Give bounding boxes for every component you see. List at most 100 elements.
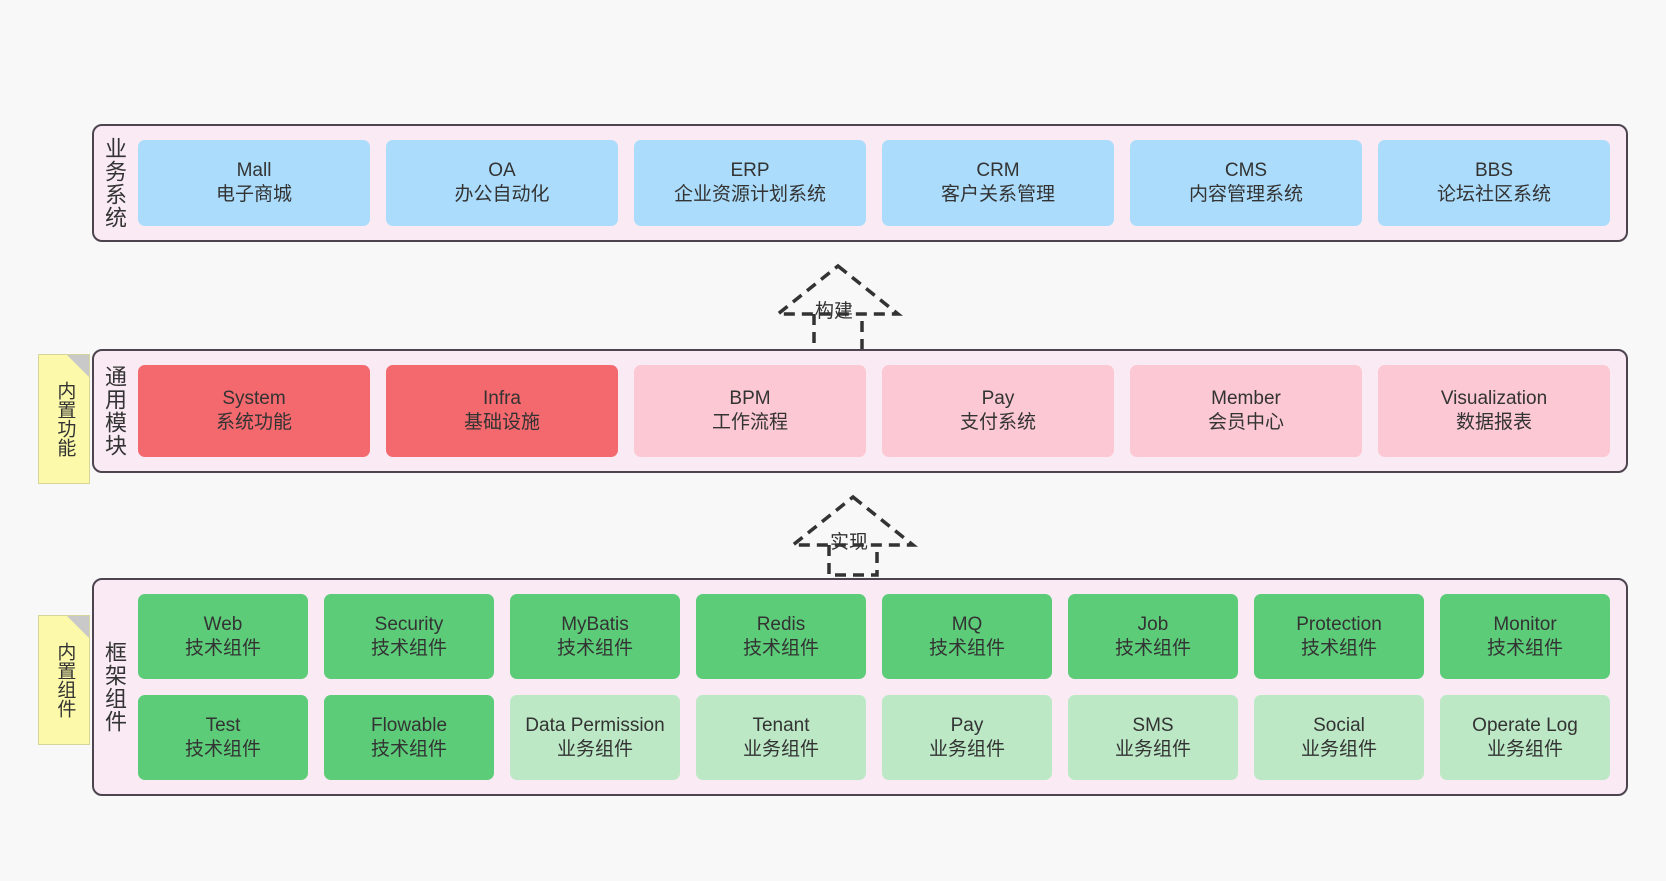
card-subtitle: 技术组件: [928, 637, 1005, 659]
card-mq[interactable]: MQ 技术组件: [882, 594, 1052, 679]
card-pay[interactable]: Pay 支付系统: [882, 365, 1114, 457]
card-title: Job: [1137, 613, 1169, 635]
card-title: BBS: [1474, 160, 1514, 182]
card-title: Web: [203, 613, 243, 635]
card-subtitle: 办公自动化: [454, 184, 550, 205]
card-subtitle: 数据报表: [1455, 412, 1532, 433]
card-title: BPM: [729, 388, 771, 410]
card-mall[interactable]: Mall 电子商城: [138, 140, 370, 226]
card-title: Flowable: [370, 714, 448, 736]
card-protection[interactable]: Protection 技术组件: [1254, 594, 1424, 679]
connector-implement-label: 实现: [830, 532, 869, 553]
card-infra[interactable]: Infra 基础设施: [386, 365, 618, 457]
note-fold-corner-icon: [67, 355, 89, 377]
card-title: CMS: [1224, 160, 1268, 182]
card-member[interactable]: Member 会员中心: [1130, 365, 1362, 457]
card-erp[interactable]: ERP 企业资源计划系统: [634, 140, 866, 226]
card-grid-business-systems: Mall 电子商城 OA 办公自动化 ERP 企业资源计划系统 CRM 客户关系…: [134, 126, 1626, 240]
note-label: 内置组件: [54, 642, 76, 718]
card-bpm[interactable]: BPM 工作流程: [634, 365, 866, 457]
card-title: Pay: [981, 388, 1015, 410]
card-subtitle: 业务组件: [1486, 738, 1563, 760]
card-subtitle: 系统功能: [215, 412, 292, 433]
card-tenant[interactable]: Tenant 业务组件: [696, 695, 866, 780]
card-subtitle: 企业资源计划系统: [673, 184, 826, 205]
card-title: Security: [374, 613, 444, 635]
card-grid-common-modules: System 系统功能 Infra 基础设施 BPM 工作流程 Pay 支付系统…: [134, 351, 1626, 471]
card-title: Monitor: [1493, 613, 1557, 635]
card-system[interactable]: System 系统功能: [138, 365, 370, 457]
card-title: Member: [1211, 388, 1281, 410]
card-subtitle: 技术组件: [1300, 637, 1377, 659]
card-subtitle: 支付系统: [959, 412, 1036, 433]
card-mybatis[interactable]: MyBatis 技术组件: [510, 594, 680, 679]
card-monitor[interactable]: Monitor 技术组件: [1440, 594, 1610, 679]
card-row: Mall 电子商城 OA 办公自动化 ERP 企业资源计划系统 CRM 客户关系…: [138, 140, 1610, 226]
card-sms[interactable]: SMS 业务组件: [1068, 695, 1238, 780]
card-subtitle: 内容管理系统: [1188, 184, 1303, 205]
card-title: Test: [205, 714, 241, 736]
layer-title-business-systems: 业务系统: [101, 137, 127, 229]
layer-common-modules: 通用模块 System 系统功能 Infra 基础设施 BPM 工作流程 Pay…: [92, 349, 1628, 473]
card-security[interactable]: Security 技术组件: [324, 594, 494, 679]
card-redis[interactable]: Redis 技术组件: [696, 594, 866, 679]
card-operate-log[interactable]: Operate Log 业务组件: [1440, 695, 1610, 780]
layer-framework-components: 框架组件 Web 技术组件 Security 技术组件 MyBatis 技术组件…: [92, 578, 1628, 796]
card-cms[interactable]: CMS 内容管理系统: [1130, 140, 1362, 226]
card-title: SMS: [1132, 714, 1174, 736]
note-label: 内置功能: [54, 381, 76, 457]
card-row: System 系统功能 Infra 基础设施 BPM 工作流程 Pay 支付系统…: [138, 365, 1610, 457]
card-subtitle: 技术组件: [184, 637, 261, 659]
card-title: Mall: [236, 160, 272, 182]
note-builtin-features: 内置功能: [38, 354, 90, 484]
card-title: Operate Log: [1472, 714, 1578, 736]
card-title: Pay: [950, 714, 984, 736]
layer-title-common-modules: 通用模块: [101, 365, 127, 457]
card-subtitle: 技术组件: [1114, 637, 1191, 659]
card-title: CRM: [976, 160, 1020, 182]
note-fold-corner-icon: [67, 616, 89, 638]
card-subtitle: 技术组件: [370, 637, 447, 659]
card-subtitle: 工作流程: [711, 412, 788, 433]
card-subtitle: 业务组件: [1114, 738, 1191, 760]
card-row: Test 技术组件 Flowable 技术组件 Data Permission …: [138, 695, 1610, 780]
card-title: Visualization: [1440, 388, 1548, 410]
card-grid-framework-components: Web 技术组件 Security 技术组件 MyBatis 技术组件 Redi…: [134, 580, 1626, 794]
card-title: Tenant: [752, 714, 810, 736]
card-subtitle: 电子商城: [215, 184, 292, 205]
card-crm[interactable]: CRM 客户关系管理: [882, 140, 1114, 226]
connector-build-label: 构建: [815, 301, 854, 322]
card-visualization[interactable]: Visualization 数据报表: [1378, 365, 1610, 457]
note-builtin-components: 内置组件: [38, 615, 90, 745]
card-subtitle: 技术组件: [556, 637, 633, 659]
card-subtitle: 技术组件: [742, 637, 819, 659]
card-title: MQ: [951, 613, 983, 635]
card-title: MyBatis: [561, 613, 629, 635]
card-bbs[interactable]: BBS 论坛社区系统: [1378, 140, 1610, 226]
card-subtitle: 业务组件: [1300, 738, 1377, 760]
card-subtitle: 技术组件: [370, 738, 447, 760]
card-title: OA: [488, 160, 516, 182]
card-pay-business[interactable]: Pay 业务组件: [882, 695, 1052, 780]
layer-title-framework-components: 框架组件: [101, 641, 127, 733]
card-social[interactable]: Social 业务组件: [1254, 695, 1424, 780]
card-oa[interactable]: OA 办公自动化: [386, 140, 618, 226]
card-subtitle: 技术组件: [1486, 637, 1563, 659]
card-title: Redis: [756, 613, 806, 635]
card-subtitle: 业务组件: [556, 738, 633, 760]
card-test[interactable]: Test 技术组件: [138, 695, 308, 780]
card-row: Web 技术组件 Security 技术组件 MyBatis 技术组件 Redi…: [138, 594, 1610, 679]
card-web[interactable]: Web 技术组件: [138, 594, 308, 679]
connector-implement-arrow: [788, 494, 918, 577]
card-data-permission[interactable]: Data Permission 业务组件: [510, 695, 680, 780]
card-subtitle: 业务组件: [742, 738, 819, 760]
card-subtitle: 基础设施: [463, 412, 540, 433]
card-title: Infra: [482, 388, 522, 410]
card-job[interactable]: Job 技术组件: [1068, 594, 1238, 679]
card-title: Data Permission: [525, 714, 665, 736]
card-title: Protection: [1296, 613, 1382, 635]
card-subtitle: 技术组件: [184, 738, 261, 760]
card-flowable[interactable]: Flowable 技术组件: [324, 695, 494, 780]
card-subtitle: 业务组件: [928, 738, 1005, 760]
